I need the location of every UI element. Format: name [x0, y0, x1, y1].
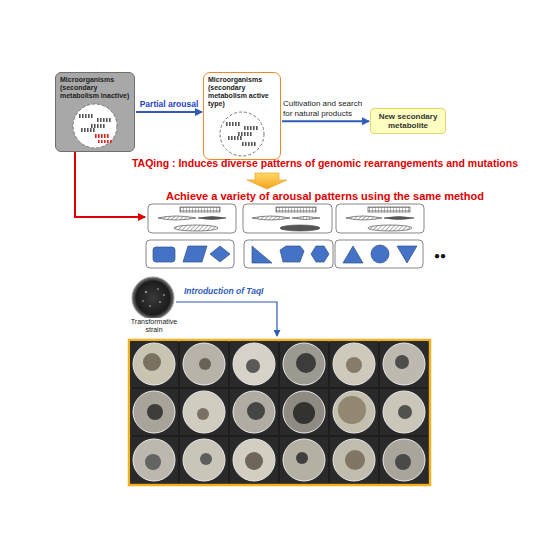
- box-text: New secondary metabolite: [375, 112, 441, 130]
- petri-dish: [383, 439, 425, 481]
- colony: [199, 358, 211, 370]
- photo-cell: [180, 341, 228, 387]
- petri-dish: [333, 343, 375, 385]
- photo-cell: [180, 437, 228, 483]
- box-text: Microorganisms (secondary metabolism ina…: [60, 76, 130, 100]
- colony: [147, 404, 163, 420]
- photo-cell: [380, 341, 428, 387]
- box-text: Microorganisms (secondary metabolism act…: [208, 76, 276, 108]
- flow-arrow: [136, 111, 202, 113]
- colony: [143, 353, 161, 371]
- petri-dish: [333, 439, 375, 481]
- colony: [293, 402, 315, 424]
- petri-dish: [283, 343, 325, 385]
- headline: Achieve a variety of arousal patterns us…: [110, 190, 540, 203]
- organism-box: Microorganisms (secondary metabolism act…: [203, 72, 281, 160]
- colony: [296, 353, 316, 373]
- colony: [246, 359, 260, 373]
- colony: [245, 452, 263, 470]
- photo-cell: [380, 437, 428, 483]
- petri-dish: [133, 343, 175, 385]
- cell-genome: [218, 110, 266, 158]
- headline: TAQing : Induces diverse patterns of gen…: [95, 157, 555, 169]
- colony: [296, 452, 308, 464]
- photo-cell: [330, 437, 378, 483]
- cell-genome: [71, 102, 119, 150]
- photo-cell: [180, 389, 228, 435]
- petri-dish: [383, 391, 425, 433]
- petri-dish: [333, 391, 375, 433]
- flow-arrow: [282, 120, 369, 122]
- arrow-label: Partial arousal: [140, 99, 199, 109]
- colony: [247, 402, 265, 420]
- colony: [395, 355, 409, 369]
- photo-cell: [230, 341, 278, 387]
- photo-cell: [380, 389, 428, 435]
- photo-cell: [230, 389, 278, 435]
- photo-cell: [280, 341, 328, 387]
- photo-cell: [230, 437, 278, 483]
- petri-dish: [283, 391, 325, 433]
- petri-dish: [133, 391, 175, 433]
- strain-caption: Transformative strain: [124, 318, 184, 334]
- petri-dish: [233, 391, 275, 433]
- photo-cell: [280, 437, 328, 483]
- petri-dish: [233, 343, 275, 385]
- photo-cell: [330, 389, 378, 435]
- colony: [145, 454, 161, 470]
- photo-cell: [130, 341, 178, 387]
- petri-dish: [183, 439, 225, 481]
- petri-dish: [383, 343, 425, 385]
- colony: [398, 405, 412, 419]
- petri-dish: [183, 391, 225, 433]
- colony: [200, 453, 212, 465]
- colony: [395, 454, 411, 470]
- petri-dish: [283, 439, 325, 481]
- result-box: New secondary metabolite: [370, 108, 446, 134]
- colony: [345, 450, 365, 470]
- ellipsis-dots: ●●: [434, 250, 464, 262]
- organism-box: Microorganisms (secondary metabolism ina…: [55, 72, 135, 152]
- photo-cell: [280, 389, 328, 435]
- step-label: Introduction of TaqI: [184, 287, 294, 297]
- colony: [338, 396, 366, 424]
- photo-cell: [130, 389, 178, 435]
- petri-dish: [183, 343, 225, 385]
- colony: [197, 408, 209, 420]
- photo-cell: [330, 341, 378, 387]
- colony: [346, 357, 362, 373]
- petri-dish: [233, 439, 275, 481]
- petri-dish: [133, 439, 175, 481]
- arrow-label: Cultivation and search for natural produ…: [283, 99, 370, 118]
- photo-cell: [130, 437, 178, 483]
